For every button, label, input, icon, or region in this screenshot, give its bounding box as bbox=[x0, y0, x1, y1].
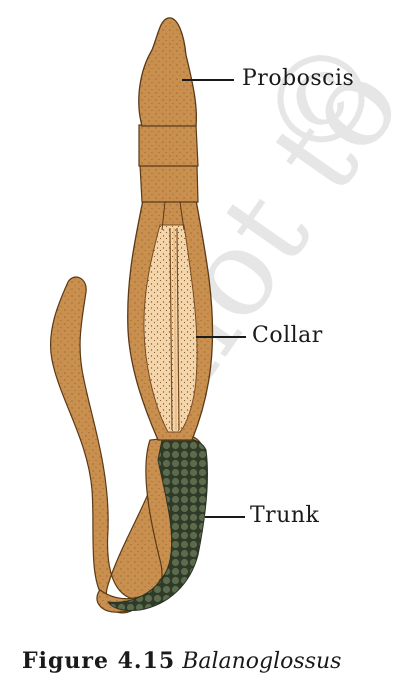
label-proboscis: Proboscis bbox=[242, 66, 355, 91]
collar-ring bbox=[139, 164, 199, 203]
collar-ring-upper bbox=[138, 124, 199, 167]
trunk-scaled-region bbox=[107, 437, 208, 611]
trunk-leader bbox=[205, 516, 245, 518]
proboscis-leader bbox=[182, 79, 234, 81]
label-collar: Collar bbox=[252, 323, 323, 348]
figure-caption: Figure 4.15 Balanoglossus bbox=[22, 648, 341, 674]
proboscis bbox=[138, 17, 198, 127]
label-trunk: Trunk bbox=[250, 503, 320, 528]
figure-title: Balanoglossus bbox=[182, 649, 342, 674]
trunk-tail bbox=[49, 276, 171, 614]
collar-leader bbox=[196, 336, 246, 338]
figure-number: Figure 4.15 bbox=[22, 648, 176, 674]
